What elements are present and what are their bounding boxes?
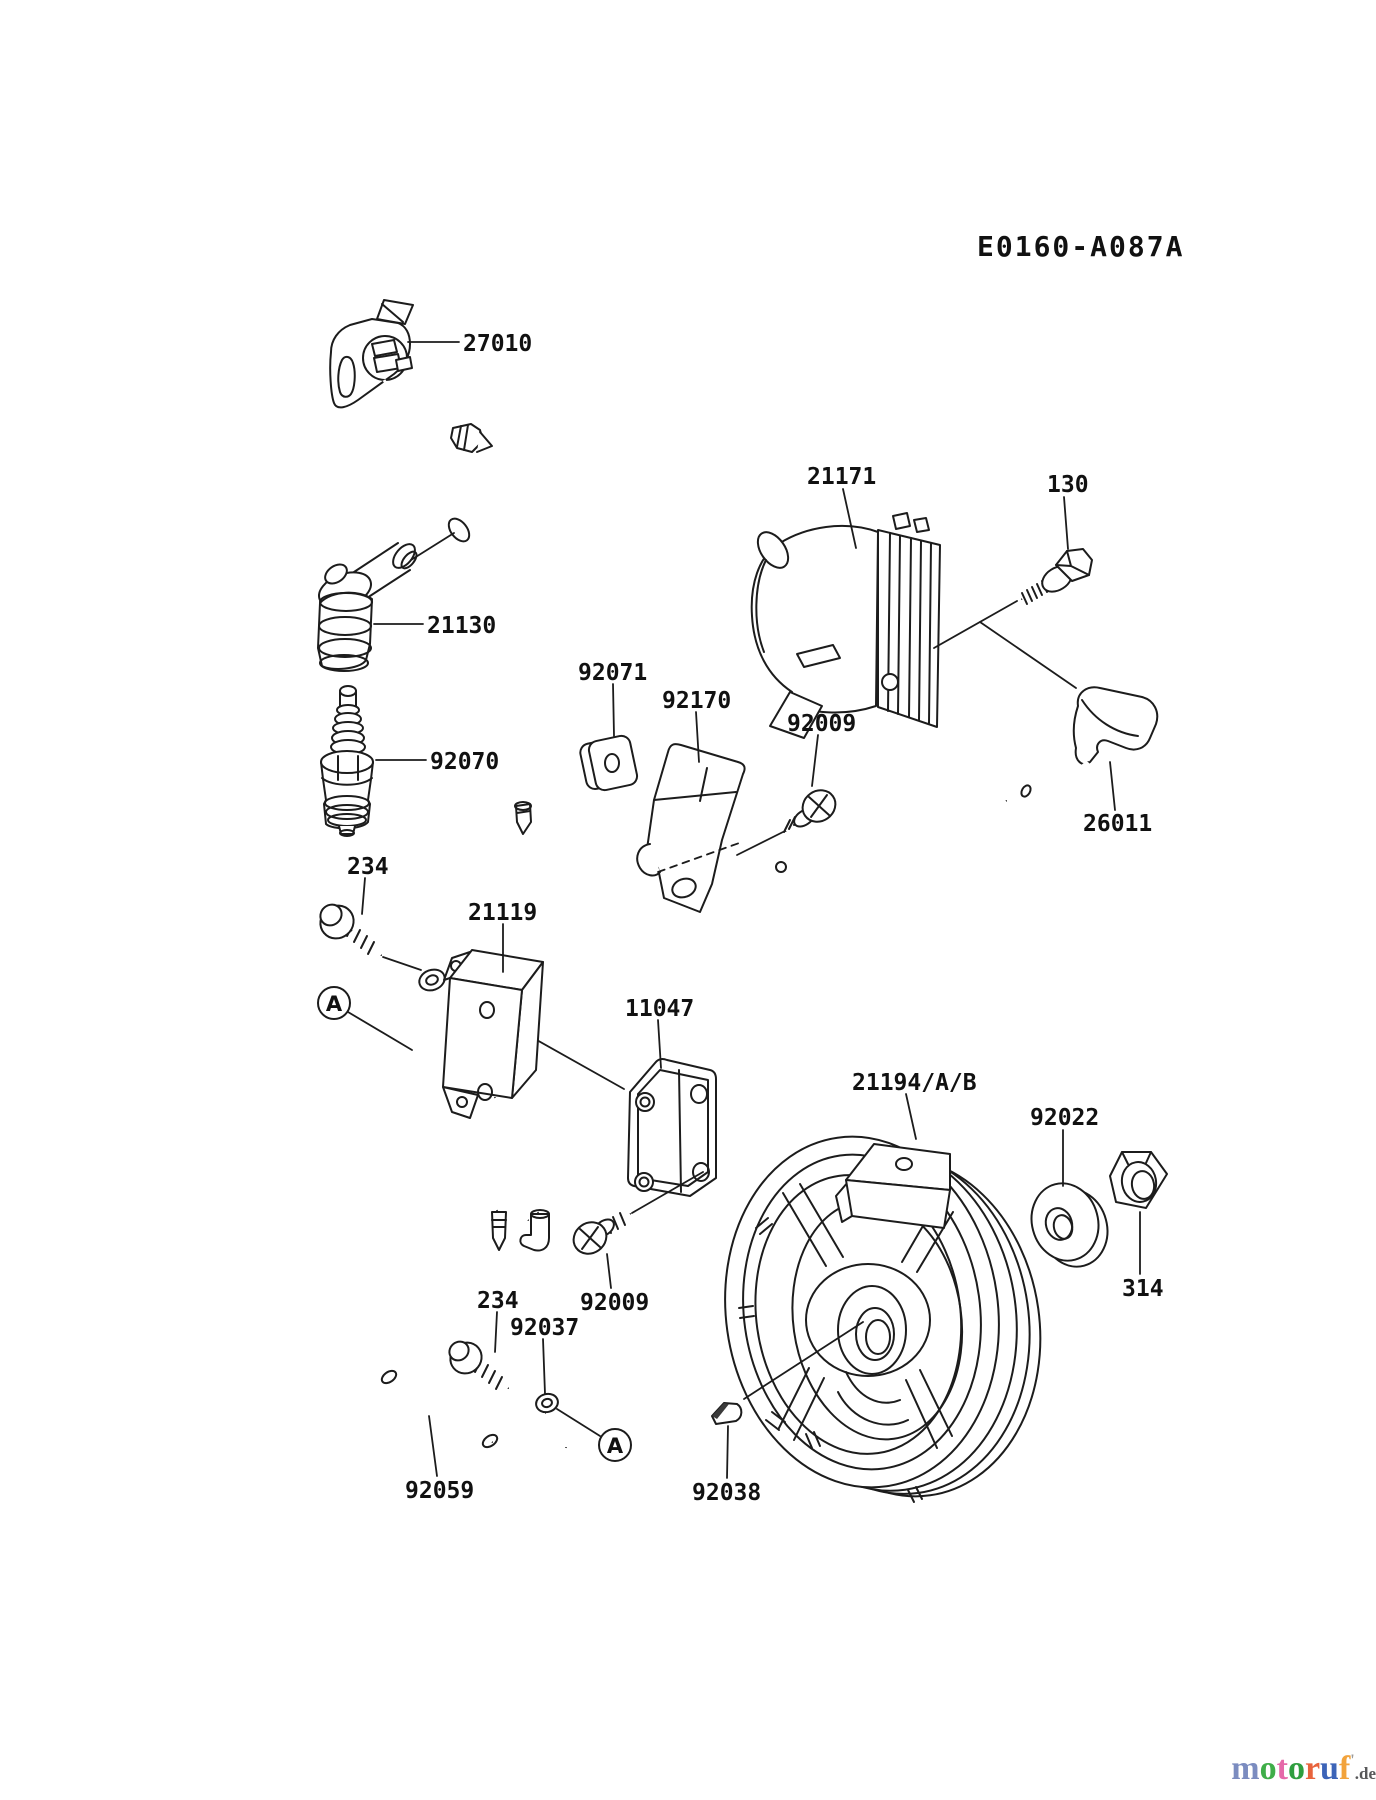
part-label-92037: 92037 <box>510 1315 579 1341</box>
leader-11047 <box>657 1019 662 1069</box>
bolt-234-bottom-drawing <box>448 1340 511 1393</box>
logo-suffix: .de <box>1354 1764 1376 1783</box>
part-label-21194: 21194/A/B <box>852 1070 977 1096</box>
ignition-coil-drawing <box>750 512 941 739</box>
leader-92038 <box>726 1425 729 1479</box>
nut-drawing <box>1109 1151 1168 1209</box>
callout-a-top: A <box>317 986 351 1020</box>
part-label-92038: 92038 <box>692 1480 761 1506</box>
leader-130 <box>1063 496 1069 550</box>
leader-lines <box>347 341 1141 1479</box>
logo-tick: ' <box>1350 1752 1355 1769</box>
leader-92037 <box>542 1338 546 1395</box>
logo-letter: o <box>1259 1750 1277 1787</box>
part-label-92070: 92070 <box>430 749 499 775</box>
leader-21171 <box>842 488 857 549</box>
bracket-drawing <box>636 743 746 913</box>
part-label-21171: 21171 <box>807 464 876 490</box>
screw-92009-top-drawing <box>736 789 837 856</box>
part-label-92059: 92059 <box>405 1478 474 1504</box>
part-label-92170: 92170 <box>662 688 731 714</box>
logo-letter: u <box>1320 1750 1339 1787</box>
part-label-11047: 11047 <box>625 996 694 1022</box>
motoruf-logo: motoruf'.de <box>1206 1750 1376 1788</box>
part-label-234-top: 234 <box>347 854 389 880</box>
clamp-drawing <box>518 1392 570 1471</box>
tube-drawing <box>380 1369 499 1449</box>
leader-callout-a-top <box>347 1011 413 1051</box>
part-label-234-bottom: 234 <box>477 1288 519 1314</box>
logo-letter: f <box>1338 1750 1351 1787</box>
leader-92009-bottom <box>606 1253 612 1289</box>
callout-a-bottom-letter: A <box>607 1434 624 1458</box>
part-label-92009-bottom: 92009 <box>580 1290 649 1316</box>
ignition-switch-drawing <box>329 299 493 453</box>
leader-92009-top <box>811 734 819 787</box>
plate-drawing <box>627 1058 717 1197</box>
leader-92071 <box>612 683 615 737</box>
leader-92170 <box>695 711 700 763</box>
callout-a-bottom: A <box>598 1428 632 1462</box>
part-label-26011: 26011 <box>1083 811 1152 837</box>
logo-letter: m <box>1231 1750 1260 1787</box>
part-label-27010: 27010 <box>463 331 532 357</box>
logo-letter: t <box>1276 1750 1288 1787</box>
leader-234-bottom <box>494 1311 498 1353</box>
bolt-130-drawing <box>933 548 1093 649</box>
logo-letter: o <box>1287 1750 1305 1787</box>
part-label-130: 130 <box>1047 472 1089 498</box>
part-label-21119: 21119 <box>468 900 537 926</box>
bolt-234-top-drawing <box>319 903 530 1222</box>
diagram-code: E0160-A087A <box>977 230 1184 263</box>
leader-26011 <box>1109 761 1116 811</box>
high-tension-lead-drawing <box>410 439 771 561</box>
logo-letter: r <box>1304 1750 1321 1787</box>
leader-92059 <box>428 1415 438 1477</box>
part-label-314: 314 <box>1122 1276 1164 1302</box>
leader-234-top <box>361 877 366 915</box>
leader-21194 <box>905 1093 917 1140</box>
spark-plug-drawing <box>320 685 374 837</box>
leader-callout-a-bottom <box>556 1408 601 1437</box>
key-drawing <box>711 1321 864 1425</box>
part-label-92071: 92071 <box>578 660 647 686</box>
callout-a-top-letter: A <box>326 992 343 1016</box>
grommet-drawing <box>514 734 639 835</box>
igniter-drawing <box>442 949 625 1252</box>
part-label-21130: 21130 <box>427 613 496 639</box>
lead-wire-drawing <box>775 621 1159 893</box>
part-label-92009-top: 92009 <box>787 711 856 737</box>
spark-plug-cap-drawing <box>317 542 418 672</box>
part-label-92022: 92022 <box>1030 1105 1099 1131</box>
washer-drawing <box>1030 1182 1109 1268</box>
screw-92009-bottom-drawing <box>572 1171 704 1255</box>
flywheel-drawing <box>724 1135 1042 1503</box>
